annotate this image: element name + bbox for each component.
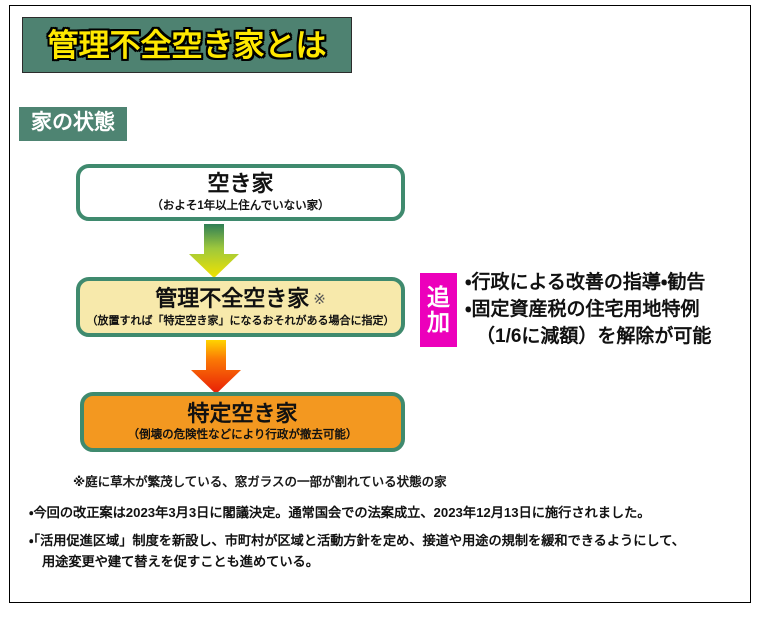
bottom-notes: ・今回の改正案は2023年3月3日に閣議決定。通常国会での法案成立、2023年1…: [29, 503, 745, 573]
section-label-house-condition: 家の状態: [19, 107, 127, 142]
flow-box-akiya-subtitle: （およそ1年以上住んでいない家）: [151, 199, 330, 212]
flow-box-tokutei-title: 特定空き家: [187, 401, 297, 426]
flow-box-tokutei-title-text: 特定空き家: [187, 400, 298, 426]
bottom-note-item: ・「活用促進区域」制度を新設し、市町村が区域と活動方針を定め、接道や用途の規制を…: [29, 531, 745, 573]
title-banner: 管理不全空き家とは: [22, 17, 352, 73]
tsuika-badge-char-top: 追: [427, 284, 450, 311]
flow-box-kanri-fuzen: 管理不全空き家※ （放置すれば「特定空き家」になるおそれがある場合に指定）: [76, 277, 405, 337]
tsuika-note-item: （1/6に減額）を解除が可能: [476, 325, 712, 347]
tsuika-note-item: ・固定資産税の住宅用地特例: [465, 298, 700, 320]
flow-box-kanri-fuzen-title: 管理不全空き家※: [155, 286, 326, 311]
bottom-note-line: 用途変更や建て替えを促すことも進めている。: [42, 553, 319, 569]
orange-to-red-down-arrow: [188, 340, 244, 395]
page-title: 管理不全空き家とは: [46, 27, 327, 63]
flow-box-tokutei: 特定空き家 （倒壊の危険性などにより行政が撤去可能）: [80, 392, 405, 452]
tsuika-badge-char-bottom: 加: [427, 309, 450, 335]
flow-box-akiya-title: 空き家: [207, 171, 273, 196]
tsuika-note-item: ・行政による改善の指導・勧告: [465, 272, 706, 293]
flow-box-akiya: 空き家 （およそ1年以上住んでいない家）: [76, 164, 405, 221]
bottom-note-line: ・「活用促進区域」制度を新設し、市町村が区域と活動方針を定め、接道や用途の規制を…: [29, 532, 685, 548]
tsuika-badge: 追 加: [420, 273, 457, 347]
flow-box-tokutei-subtitle: （倒壊の危険性などにより行政が撤去可能）: [127, 429, 358, 442]
flow-box-kanri-fuzen-title-text: 管理不全空き家: [155, 286, 310, 312]
flow-box-akiya-title-text: 空き家: [207, 171, 274, 197]
tsuika-notes: ・行政による改善の指導・勧告 ・固定資産税の住宅用地特例 （1/6に減額）を解除…: [465, 270, 755, 351]
infographic-frame: 管理不全空き家とは 家の状態 空き家 （およそ1年以上住んでいない家） 管理不全…: [9, 5, 751, 603]
bottom-note-item: ・今回の改正案は2023年3月3日に閣議決定。通常国会での法案成立、2023年1…: [29, 503, 745, 524]
green-to-yellow-down-arrow: [186, 224, 242, 279]
bottom-note-line: ・今回の改正案は2023年3月3日に閣議決定。通常国会での法案成立、2023年1…: [29, 505, 651, 520]
footnote-text: ※庭に草木が繁茂している、窓ガラスの一部が割れている状態の家: [73, 475, 447, 489]
footnote-mark-icon: ※: [313, 291, 326, 309]
flow-box-kanri-fuzen-subtitle: （放置すれば「特定空き家」になるおそれがある場合に指定）: [86, 314, 395, 327]
